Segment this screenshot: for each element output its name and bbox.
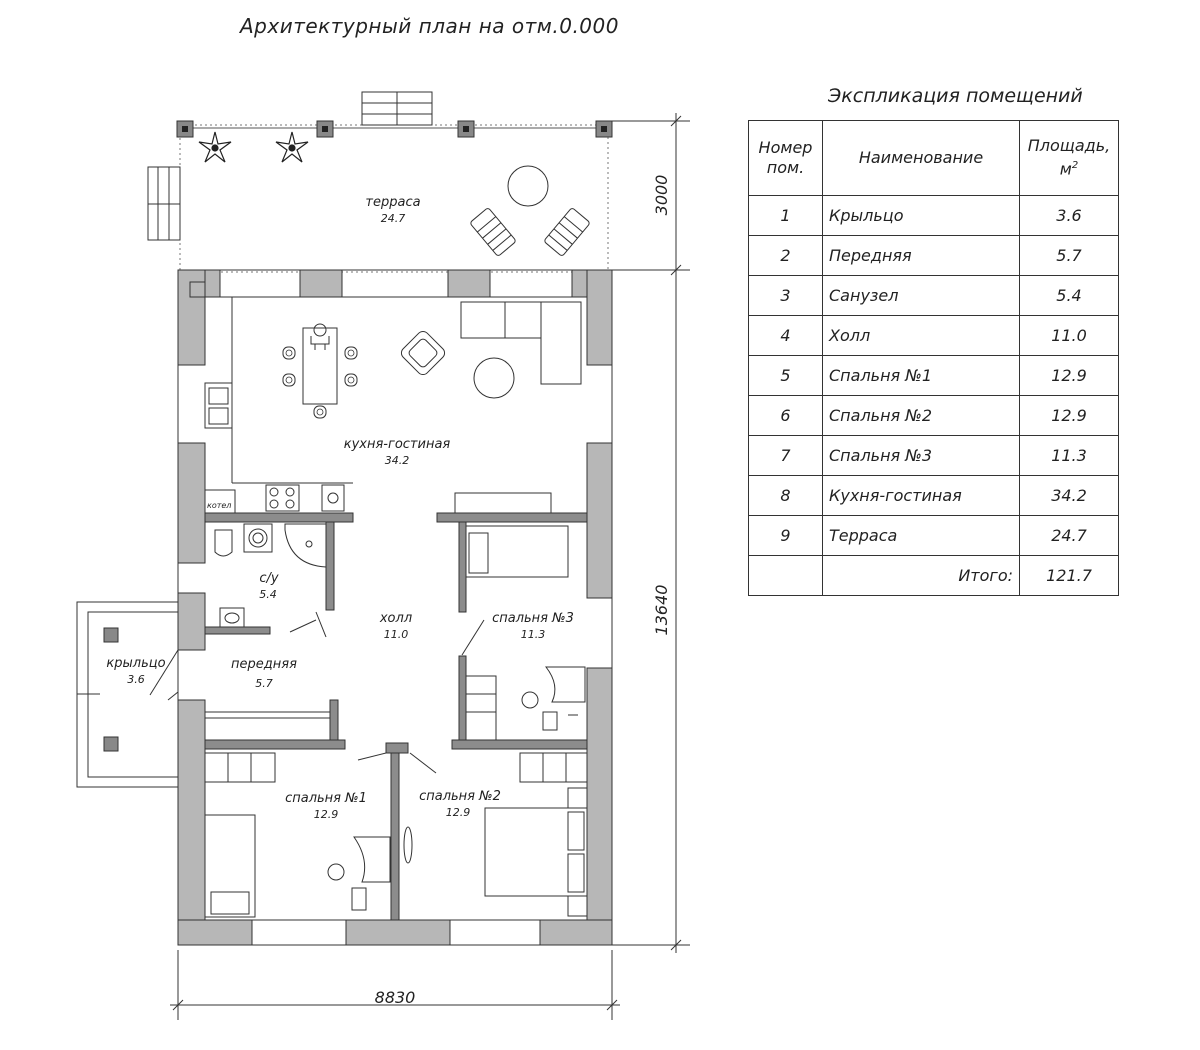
- bedroom2-furniture: [403, 752, 588, 917]
- header-area: Площадь, м2: [1019, 120, 1119, 196]
- room-labels: терраса 24.7 кухня-гостиная 34.2 с/у 5.4…: [106, 195, 573, 821]
- room-area-bedroom3: 11.3: [521, 628, 546, 641]
- plan-title: Архитектурный план на отм.0.000: [240, 14, 619, 38]
- plant-icon: [275, 131, 309, 163]
- total-value: 121.7: [1019, 555, 1119, 596]
- room-area-kitchen: 34.2: [385, 454, 410, 467]
- interior-partitions: [204, 512, 588, 921]
- terrace-steps-left: [147, 166, 181, 241]
- room-area-porch: 3.6: [127, 673, 145, 686]
- bedroom3-furniture: [454, 492, 586, 741]
- room-area-terrace: 24.7: [381, 212, 406, 225]
- terrace-steps-top: [361, 91, 433, 126]
- room-label-bathroom: с/у: [259, 571, 279, 586]
- porch: [76, 601, 179, 788]
- terrace-table: [507, 165, 549, 207]
- header-number: Номер пом.: [748, 120, 823, 196]
- dining-table: [282, 323, 358, 419]
- room-label-bedroom1: спальня №1: [285, 791, 367, 806]
- total-label: Итого:: [822, 555, 1020, 596]
- porch-posts: [103, 627, 119, 752]
- terrace-posts: [176, 120, 613, 138]
- dimension-width: 8830: [375, 988, 416, 1007]
- room-area-entry: 5.7: [255, 677, 273, 690]
- header-name: Наименование: [822, 120, 1020, 196]
- room-label-terrace: терраса: [365, 195, 420, 210]
- room-label-kitchen: кухня-гостиная: [344, 437, 451, 452]
- room-label-bedroom2: спальня №2: [419, 789, 501, 804]
- room-label-bedroom3: спальня №3: [492, 611, 574, 626]
- plant-icon: [198, 131, 232, 163]
- inner-wall-lines: [189, 281, 206, 298]
- kitchen-counter: [204, 297, 353, 514]
- coffee-table: [473, 357, 515, 399]
- entry-wardrobe: [204, 711, 331, 741]
- exterior-wall-outline: [177, 269, 613, 946]
- dimension-terrace-depth: 3000: [652, 175, 671, 216]
- dimension-lines: [170, 113, 690, 1020]
- lounger: [470, 208, 516, 256]
- room-label-porch: крыльцо: [106, 656, 165, 671]
- room-area-bathroom: 5.4: [259, 588, 277, 601]
- table-total-row: Итого: 121.7: [748, 555, 1119, 596]
- floor-plan: котел: [76, 91, 690, 1020]
- terrace: [147, 91, 613, 273]
- boiler-label: котел: [207, 501, 231, 510]
- room-label-hall: холл: [379, 611, 412, 626]
- room-area-bedroom1: 12.9: [314, 808, 339, 821]
- exterior-walls: [177, 269, 613, 946]
- bathroom-fixtures: [214, 523, 327, 638]
- explication-header-row: Номер пом. Наименование Площадь, м2: [748, 120, 1119, 196]
- room-area-hall: 11.0: [384, 628, 409, 641]
- lounger: [544, 208, 590, 256]
- sofa: [460, 301, 582, 385]
- dimension-height: 13640: [652, 585, 671, 636]
- explication-title: Экспликация помещений: [828, 85, 1083, 107]
- room-label-entry: передняя: [231, 657, 297, 672]
- armchair: [400, 330, 446, 376]
- entry-door: [149, 649, 179, 701]
- bedroom1-furniture: [204, 752, 391, 918]
- room-area-bedroom2: 12.9: [446, 806, 471, 819]
